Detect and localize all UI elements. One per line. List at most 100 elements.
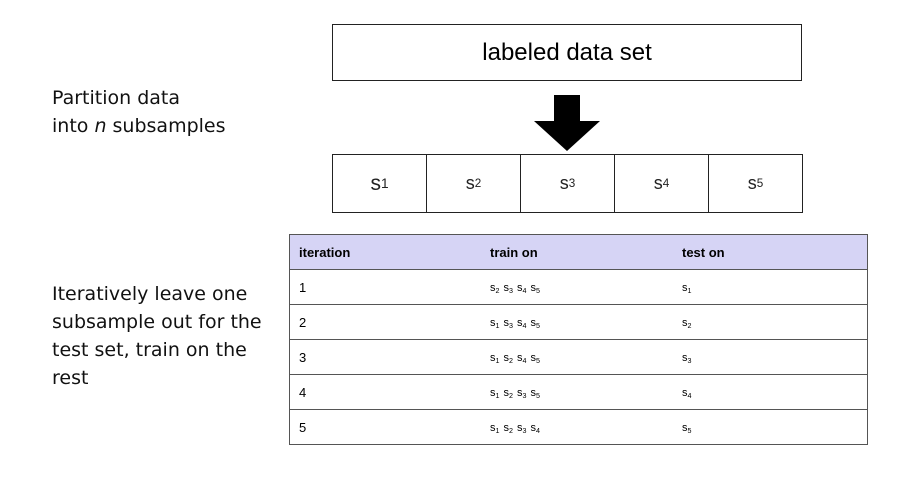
train-subsample-index: 2 — [508, 392, 513, 401]
iterate-description: Iteratively leave one subsample out for … — [52, 280, 292, 392]
subsample-index: 5 — [756, 177, 764, 190]
train-subsample-index: 2 — [508, 427, 513, 436]
train-subsample-index: 3 — [522, 427, 527, 436]
subsample-base: s — [370, 171, 381, 195]
iterate-line-3: test set, train on the — [52, 339, 247, 361]
subsample-base: s — [559, 173, 569, 193]
partition-n-variable: n — [94, 115, 107, 137]
train-subsample: s3 — [516, 421, 527, 436]
header-iteration: iteration — [289, 234, 481, 270]
train-subsample-index: 2 — [508, 357, 513, 366]
train-subsample: s3 — [503, 316, 513, 331]
train-subsample-index: 5 — [535, 322, 540, 331]
train-subsample: s3 — [503, 281, 513, 296]
train-subsample: s4 — [530, 421, 540, 436]
iteration-cell: 2 — [289, 304, 481, 340]
train-subsample-index: 5 — [535, 287, 540, 296]
train-subsample: s1 — [490, 316, 500, 331]
train-subsample-index: 4 — [522, 357, 527, 366]
iterate-line-2: subsample out for the — [52, 311, 262, 333]
iterate-line-4: rest — [52, 367, 89, 389]
test-subsample: s4 — [682, 386, 692, 401]
subsample-index: 4 — [662, 177, 670, 190]
test-on-cell: s1 — [673, 269, 868, 305]
train-subsample: s5 — [530, 281, 540, 296]
test-subsample: s5 — [682, 421, 692, 436]
test-on-cell: s3 — [673, 339, 868, 375]
train-subsample-index: 4 — [535, 427, 540, 436]
down-arrow-icon — [534, 95, 600, 151]
labeled-dataset-box: labeled data set — [332, 24, 802, 81]
test-subsample-index: 3 — [687, 357, 692, 366]
iteration-cell: 5 — [289, 409, 481, 445]
train-subsample: s5 — [530, 386, 540, 401]
test-subsample-index: 4 — [687, 392, 692, 401]
train-subsample-index: 3 — [508, 322, 513, 331]
subsample-index: 3 — [568, 177, 576, 190]
subsample-index: 2 — [474, 177, 482, 190]
iteration-cell: 3 — [289, 339, 481, 375]
subsample-base: s — [747, 173, 757, 193]
train-subsample: s2 — [503, 351, 513, 366]
train-subsample-index: 1 — [495, 322, 500, 331]
train-subsample: s5 — [530, 316, 540, 331]
partition-line-1: Partition data — [52, 87, 181, 109]
test-on-cell: s4 — [673, 374, 868, 410]
train-subsample-index: 1 — [495, 427, 500, 436]
test-on-cell: s5 — [673, 409, 868, 445]
test-subsample: s3 — [682, 351, 692, 366]
train-subsample: s5 — [530, 351, 540, 366]
iteration-cell: 4 — [289, 374, 481, 410]
train-subsample: s2 — [503, 421, 513, 436]
partition-description: Partition data into n subsamples — [52, 84, 226, 140]
train-subsample: s2 — [503, 386, 513, 401]
train-subsample-index: 3 — [522, 392, 527, 401]
header-test-on: test on — [673, 234, 868, 270]
test-subsample-index: 1 — [687, 287, 692, 296]
iterate-line-1: Iteratively leave one — [52, 283, 248, 305]
table-header-row: iteration train on test on — [289, 234, 868, 270]
header-train-on: train on — [481, 234, 673, 270]
subsample-base: s — [465, 173, 475, 193]
train-subsample: s1 — [490, 386, 500, 401]
train-subsample: s4 — [516, 281, 527, 296]
test-subsample: s2 — [682, 316, 692, 331]
train-subsample-index: 1 — [495, 392, 500, 401]
train-subsample: s3 — [516, 386, 527, 401]
subsample-base: s — [653, 173, 663, 193]
partition-line-2-post: subsamples — [106, 115, 226, 137]
train-subsample-index: 1 — [495, 357, 500, 366]
subsample-index: 1 — [380, 176, 389, 191]
train-subsample-index: 5 — [535, 357, 540, 366]
train-subsample-index: 2 — [495, 287, 500, 296]
train-subsample-index: 4 — [522, 322, 527, 331]
test-on-cell: s2 — [673, 304, 868, 340]
train-subsample: s4 — [516, 316, 527, 331]
partition-line-2-pre: into — [52, 115, 95, 137]
test-subsample-index: 5 — [687, 427, 692, 436]
train-subsample: s4 — [516, 351, 527, 366]
train-subsample: s1 — [490, 421, 500, 436]
train-subsample-index: 4 — [522, 287, 527, 296]
iteration-cell: 1 — [289, 269, 481, 305]
test-subsample-index: 2 — [687, 322, 692, 331]
train-subsample: s1 — [490, 351, 500, 366]
train-subsample: s2 — [490, 281, 500, 296]
